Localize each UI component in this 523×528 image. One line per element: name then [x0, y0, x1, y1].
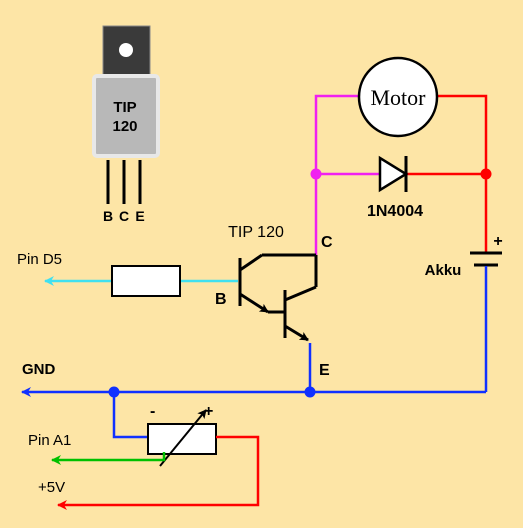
gnd-label: GND — [22, 361, 56, 378]
diode-symbol — [378, 155, 409, 193]
transistor-label: TIP 120 — [228, 224, 284, 241]
emitter-label: E — [319, 362, 330, 379]
supply-5v-label: +5V — [38, 479, 65, 496]
pin-label-e: E — [135, 208, 144, 224]
package-label-line1: TIP — [113, 99, 136, 116]
pot-plus-label: + — [204, 403, 213, 420]
pin-label-b: B — [103, 208, 113, 224]
gnd-wires — [21, 266, 488, 439]
junction-dot-pot-gnd — [108, 386, 120, 398]
junction-dot-supply — [480, 168, 492, 180]
base-resistor — [111, 265, 181, 297]
motor-symbol — [357, 56, 439, 138]
tip120-package-icon — [92, 25, 160, 204]
pin-label-c: C — [119, 208, 129, 224]
pin-d5-label: Pin D5 — [17, 251, 62, 268]
battery-plus-label: + — [493, 233, 502, 250]
diode-label: 1N4004 — [367, 203, 423, 220]
collector-wires — [314, 94, 379, 287]
pin-a1-label: Pin A1 — [28, 432, 71, 449]
pot-minus-label: - — [150, 403, 155, 420]
collector-label: C — [321, 234, 333, 251]
battery-symbol — [470, 251, 502, 267]
battery-label: Akku — [425, 262, 462, 279]
transistor-symbol — [238, 253, 318, 342]
junction-dot-emitter — [304, 386, 316, 398]
junction-dot-collector — [310, 168, 322, 180]
supply-5v-wire — [57, 435, 260, 510]
package-label-line2: 120 — [112, 118, 137, 135]
supply-wires — [406, 94, 488, 252]
base-label: B — [215, 291, 227, 308]
pin-a1-wire — [51, 452, 166, 465]
potentiometer-symbol — [147, 409, 217, 467]
motor-label: Motor — [371, 85, 427, 110]
